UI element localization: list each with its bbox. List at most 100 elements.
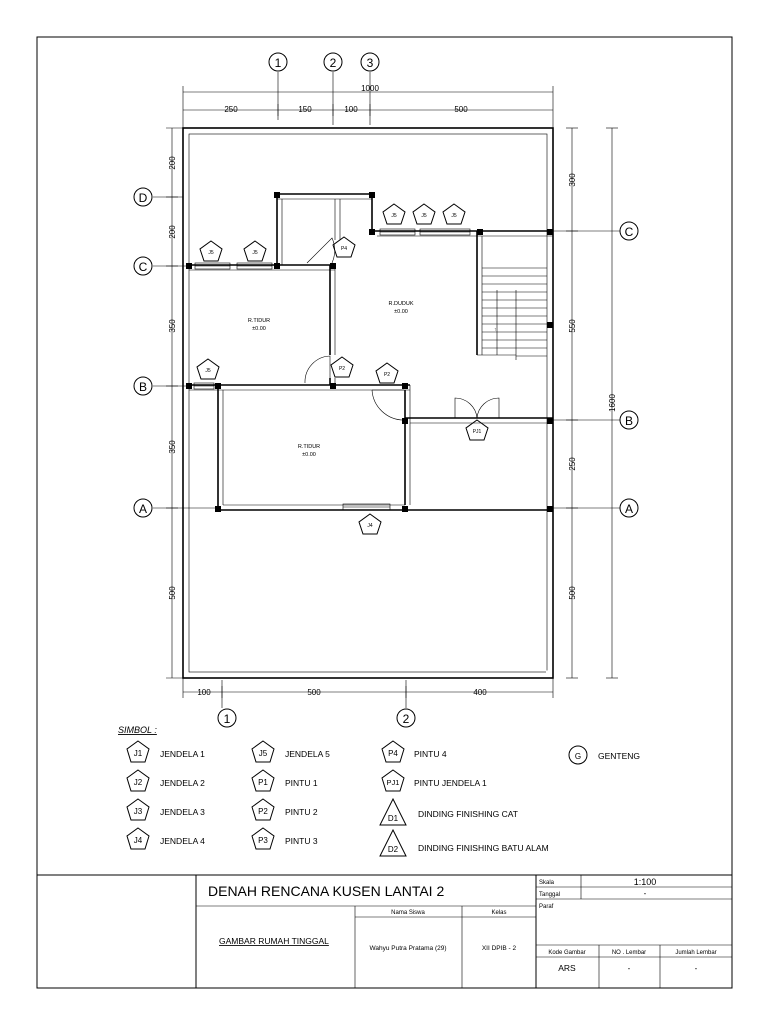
legend-tag: P4 [388, 749, 398, 758]
dim-label: 250 [224, 105, 238, 114]
jumlah-lembar-value: - [695, 964, 698, 973]
legend-item: D2 DINDING FINISHING BATU ALAM [379, 828, 549, 857]
legend-label: DINDING FINISHING BATU ALAM [418, 843, 549, 853]
stair-arrow: ↑ [494, 327, 497, 333]
kelas-value: XII DPIB - 2 [482, 945, 517, 952]
grid-bubble [619, 221, 639, 241]
tag-j5: J5 [442, 203, 466, 225]
no-lembar-label: NO . Lembar [612, 950, 646, 956]
corridor-walls [276, 193, 553, 265]
svg-text:J5: J5 [391, 213, 397, 219]
dim-label: 550 [568, 319, 577, 333]
legend-item: P4 PINTU 4 [381, 740, 447, 763]
tanggal-value: - [644, 889, 647, 898]
outer-wall [182, 127, 554, 679]
legend-item: J1 JENDELA 1 [126, 740, 205, 763]
legend-label: PINTU JENDELA 1 [414, 778, 487, 788]
skala-value: 1:100 [634, 877, 657, 887]
dim-label: 250 [568, 457, 577, 471]
grid-label: A [139, 502, 147, 516]
legend-tag: G [575, 752, 581, 761]
dim-label: 150 [298, 105, 312, 114]
grid-bubble [133, 376, 153, 396]
legend: SIMBOL : J1 JENDELA 1 J2 JENDELA 2 J3 JE… [118, 725, 640, 857]
dim-label: 350 [168, 319, 177, 333]
legend-tag: P2 [258, 807, 268, 816]
dim-label: 500 [454, 105, 468, 114]
dim-label: 350 [168, 440, 177, 454]
drawing-title: DENAH RENCANA KUSEN LANTAI 2 [208, 883, 444, 899]
svg-text:J5: J5 [252, 250, 258, 256]
grid-bubble [619, 410, 639, 430]
nama-siswa-label: Nama Siswa [391, 910, 425, 916]
svg-text:J4: J4 [367, 523, 373, 529]
grid-bubble [396, 708, 416, 728]
grid-label: C [625, 225, 634, 239]
svg-text:J5: J5 [451, 213, 457, 219]
grid-label: A [625, 502, 633, 516]
legend-label: JENDELA 2 [160, 778, 205, 788]
skala-label: Skala [539, 880, 555, 886]
svg-text:J5: J5 [205, 368, 211, 374]
title-block: DENAH RENCANA KUSEN LANTAI 2 GAMBAR RUMA… [37, 874, 732, 988]
legend-label: JENDELA 3 [160, 807, 205, 817]
stair: ↑ [476, 231, 547, 360]
legend-label: DINDING FINISHING CAT [418, 809, 518, 819]
grid-label: 2 [330, 56, 337, 70]
grid-label: C [139, 260, 148, 274]
dimensions: 1000 250 150 100 500 100 500 400 200 200… [166, 84, 618, 698]
room-name: R.TIDUR [248, 318, 270, 324]
dim-label: 1000 [361, 84, 379, 93]
legend-item: PJ1 PINTU JENDELA 1 [381, 769, 487, 792]
svg-text:J5: J5 [208, 250, 214, 256]
grid-label: 2 [403, 712, 410, 726]
legend-tag: P3 [258, 836, 268, 845]
grid-bubble [268, 52, 288, 72]
floor-plan: ↑ [182, 127, 554, 679]
legend-tag: J3 [134, 807, 143, 816]
room-name: R.DUDUK [388, 301, 413, 307]
legend-item: J4 JENDELA 4 [126, 827, 205, 850]
grid-bubble [323, 52, 343, 72]
tag-j5: J5 [199, 240, 223, 262]
kelas-label: Kelas [491, 910, 506, 916]
sheet-border [36, 36, 733, 989]
grid-bubble [133, 187, 153, 207]
nama-siswa-value: Wahyu Putra Pratama (29) [369, 945, 446, 952]
no-lembar-value: - [628, 964, 631, 973]
tag-pj1: PJ1 [465, 419, 489, 441]
legend-tag: J2 [134, 778, 143, 787]
legend-tag: J1 [134, 749, 143, 758]
room-labels: R.TIDUR ±0.00 R.DUDUK ±0.00 R.TIDUR ±0.0… [248, 301, 414, 458]
grid-label: 1 [224, 712, 231, 726]
tag-p4: P4 [332, 236, 356, 258]
legend-item: J3 JENDELA 3 [126, 798, 205, 821]
grid-bubble [133, 256, 153, 276]
columns [186, 192, 553, 512]
room-level: ±0.00 [394, 309, 408, 315]
dim-label: 500 [568, 586, 577, 600]
legend-label: JENDELA 4 [160, 836, 205, 846]
grid-label: B [139, 380, 147, 394]
legend-title: SIMBOL : [118, 725, 157, 735]
room-name: R.TIDUR [298, 444, 320, 450]
legend-tag: P1 [258, 778, 268, 787]
legend-label: JENDELA 5 [285, 749, 330, 759]
tag-j5: J5 [196, 358, 220, 380]
svg-text:P4: P4 [341, 246, 347, 252]
grid-bubble [133, 498, 153, 518]
legend-tag: D1 [388, 814, 399, 823]
dim-label: 400 [473, 688, 487, 697]
tag-j5: J5 [382, 203, 406, 225]
legend-item: D1 DINDING FINISHING CAT [379, 797, 518, 826]
grid-bubble [217, 708, 237, 728]
svg-text:PJ1: PJ1 [473, 429, 482, 435]
tag-j4: J4 [358, 513, 382, 535]
tag-j5: J5 [243, 240, 267, 262]
legend-item: P2 PINTU 2 [251, 798, 318, 821]
grid-axes: 1 2 3 1 2 D C B A C B A [133, 52, 639, 728]
grid-label: D [139, 191, 148, 205]
legend-label: PINTU 3 [285, 836, 318, 846]
dim-label: 1600 [608, 394, 617, 412]
